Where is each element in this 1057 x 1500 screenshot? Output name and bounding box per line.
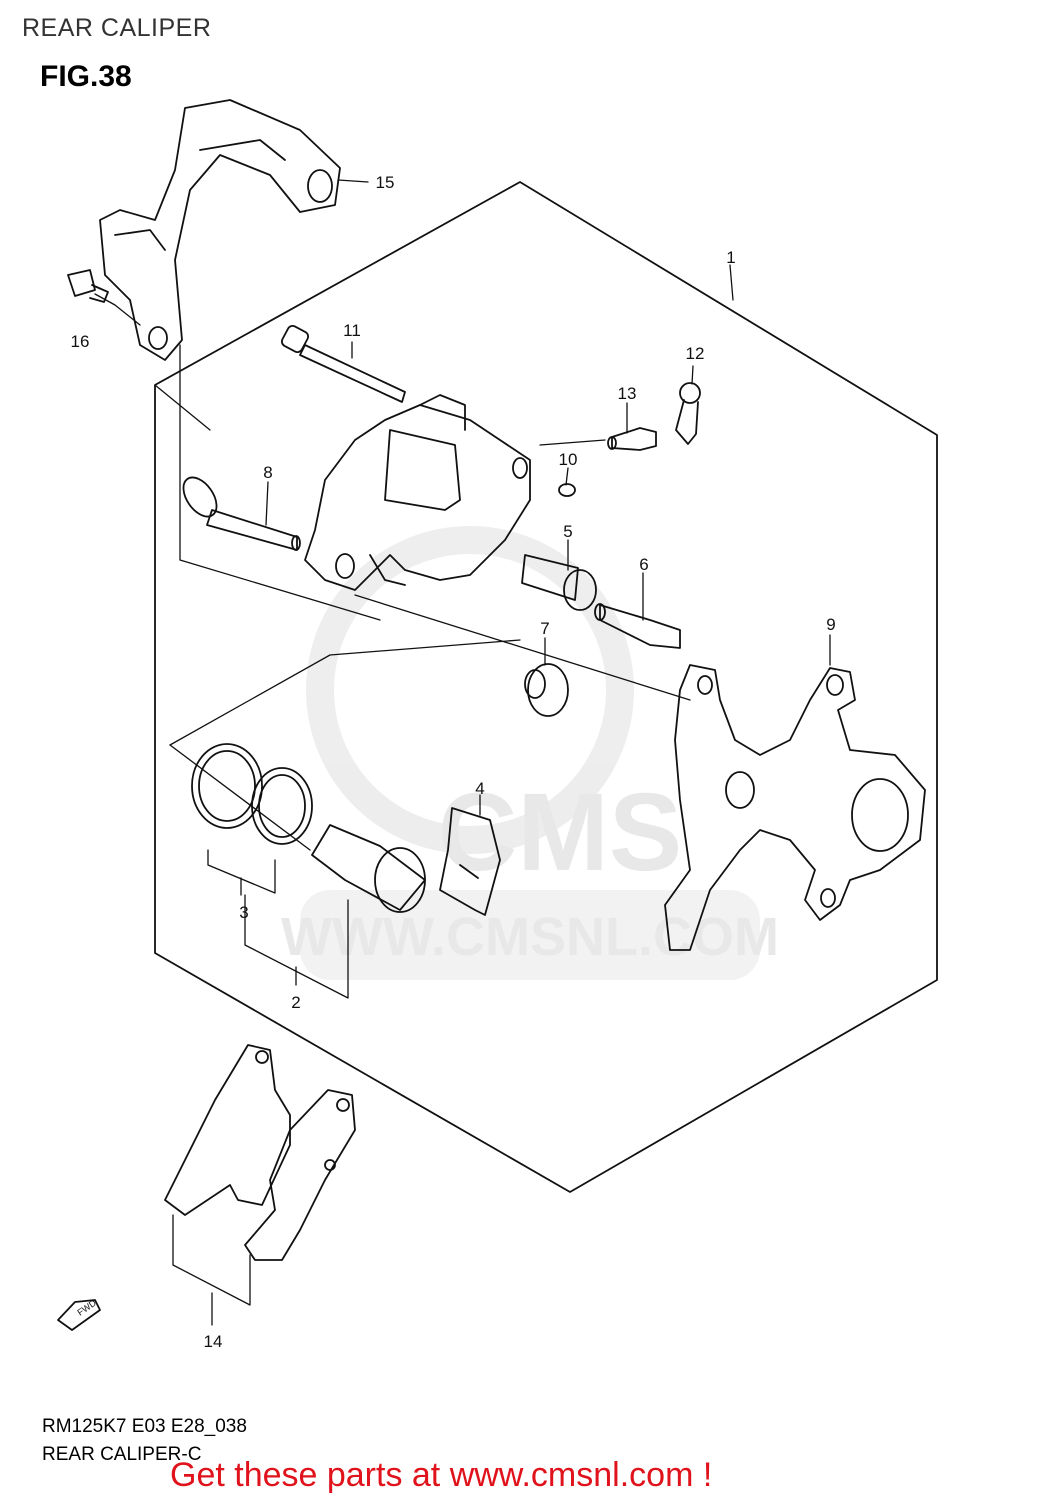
watermark-url: WWW.CMSNL.COM [281,907,779,967]
seal-part-3b [251,767,313,845]
figure-label: FIG.38 [40,60,132,93]
leader-lines [94,179,831,1326]
seal-part-3a [191,743,263,829]
callout-16: 16 [71,332,90,351]
spring-part-4 [439,807,501,916]
pin-part-8 [182,476,301,551]
watermark: CMS WWW.CMSNL.COM [281,526,779,980]
ring-part-10 [558,483,576,497]
callout-9: 9 [826,615,835,634]
pin-part-11 [280,324,406,403]
model-code: RM125K7 E03 E28_038 [42,1416,247,1437]
assembly-frame [154,181,938,1193]
callout-1: 1 [726,248,735,267]
bush-part-5 [521,554,597,611]
bracket-part-15 [99,99,341,361]
callout-11: 11 [343,321,361,340]
callout-6: 6 [639,555,648,574]
callout-3: 3 [239,903,248,922]
callout-15: 15 [376,173,395,192]
callout-14: 14 [204,1332,223,1351]
callout-13: 13 [618,384,637,403]
page-header-title: REAR CALIPER [22,14,212,42]
callout-12: 12 [686,344,705,363]
callout-10: 10 [559,450,578,469]
callouts: 1 2 3 4 5 6 7 8 9 10 11 12 13 14 15 16 F… [71,173,836,1351]
promo-link[interactable]: Get these parts at www.cmsnl.com ! [170,1456,713,1494]
pin-part-6 [594,603,681,649]
bleeder-valve-part-13 [607,427,657,451]
watermark-logo: CMS [438,771,682,894]
callout-4: 4 [475,779,484,798]
diagram-subtitle: REAR CALIPER-C [42,1444,202,1465]
caliper-body [304,394,531,591]
cap-part-12 [675,382,701,445]
bracket-part-9 [664,664,926,951]
callout-7: 7 [540,619,549,638]
callout-2: 2 [291,993,300,1012]
brake-pads-part-14 [164,1044,356,1261]
fwd-arrow-icon [57,1299,101,1331]
piston-part-2 [311,824,426,913]
callout-8: 8 [263,463,272,482]
callout-5: 5 [563,522,572,541]
boot-part-7 [524,663,569,717]
bolt-part-16 [67,269,109,303]
